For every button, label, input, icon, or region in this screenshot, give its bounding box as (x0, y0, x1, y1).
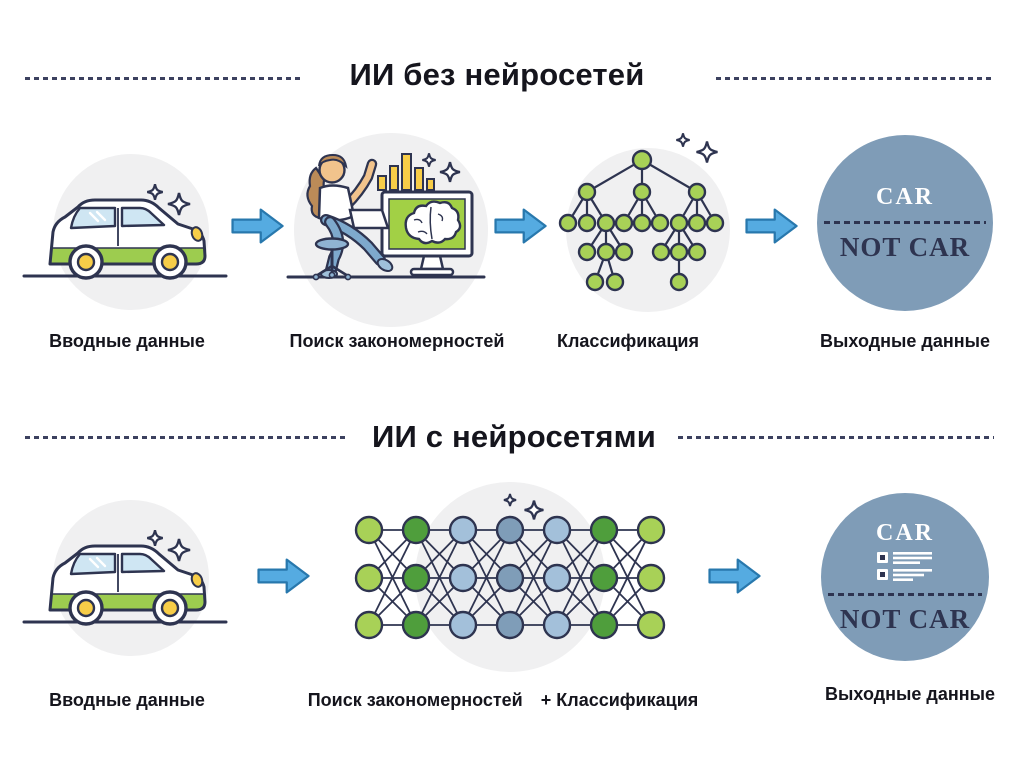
car-illustration (22, 154, 228, 310)
laptop-icon (348, 208, 390, 230)
network-nodes (354, 515, 666, 640)
step-label-input-data: Вводные данные (49, 690, 205, 710)
sparkle-icon (503, 493, 544, 520)
sparkle-icon (422, 153, 461, 183)
arrow-right-icon (494, 208, 547, 244)
analyst-computer-illustration (286, 133, 488, 327)
output-circle: CAR NOT CAR (821, 493, 989, 661)
output-label-car: CAR (876, 519, 934, 546)
car-icon (48, 198, 207, 280)
monitor-icon (380, 190, 474, 277)
section-title-with-nn: ИИ с нейросетями (371, 419, 657, 454)
output-label-car: CAR (876, 183, 934, 210)
divider-dash-right-top (716, 77, 991, 80)
headlight (190, 226, 204, 242)
output-label-not-car: NOT CAR (839, 231, 971, 262)
tree-nodes (558, 149, 725, 292)
output-label-not-car: NOT CAR (839, 603, 971, 634)
step-label-part-2: + Классификация (540, 690, 699, 710)
neural-network-illustration (354, 482, 666, 672)
section-title-without-nn: ИИ без нейросетей (349, 57, 645, 92)
step-label-pattern-search: Поиск закономерностей (289, 331, 505, 351)
step-label-input-data: Вводные данные (49, 331, 205, 351)
divider-dash-right-bottom (678, 436, 994, 439)
sparkle-icon (147, 184, 191, 216)
step-label-output-data: Выходные данные (820, 331, 990, 351)
arrow-right-icon (708, 558, 761, 594)
brain-icon (404, 200, 462, 245)
output-divider-dash (827, 592, 983, 596)
sparkle-icon (676, 133, 718, 163)
car-icon (48, 544, 207, 626)
arrow-right-icon (231, 208, 284, 244)
output-circle: CAR NOT CAR (817, 135, 993, 311)
arrow-right-icon (257, 558, 310, 594)
step-label-output-data: Выходные данные (825, 684, 995, 704)
bar-chart-icon (377, 153, 435, 191)
headlight (190, 572, 204, 588)
divider-dash-left-bottom (25, 436, 347, 439)
car-illustration (22, 500, 228, 656)
stool (314, 237, 350, 251)
checklist-icon (877, 551, 932, 581)
step-label-pattern-search-classification: Поиск закономерностей + Классификация (308, 690, 699, 711)
sparkle-icon (147, 530, 191, 562)
step-label-part-1: Поиск закономерностей (307, 690, 523, 710)
arrow-right-icon (745, 208, 798, 244)
decision-tree-illustration (558, 133, 730, 312)
step-label-classification: Классификация (557, 331, 699, 351)
analyst-person (306, 153, 394, 281)
output-divider-dash (824, 220, 986, 224)
divider-dash-left-top (25, 77, 303, 80)
